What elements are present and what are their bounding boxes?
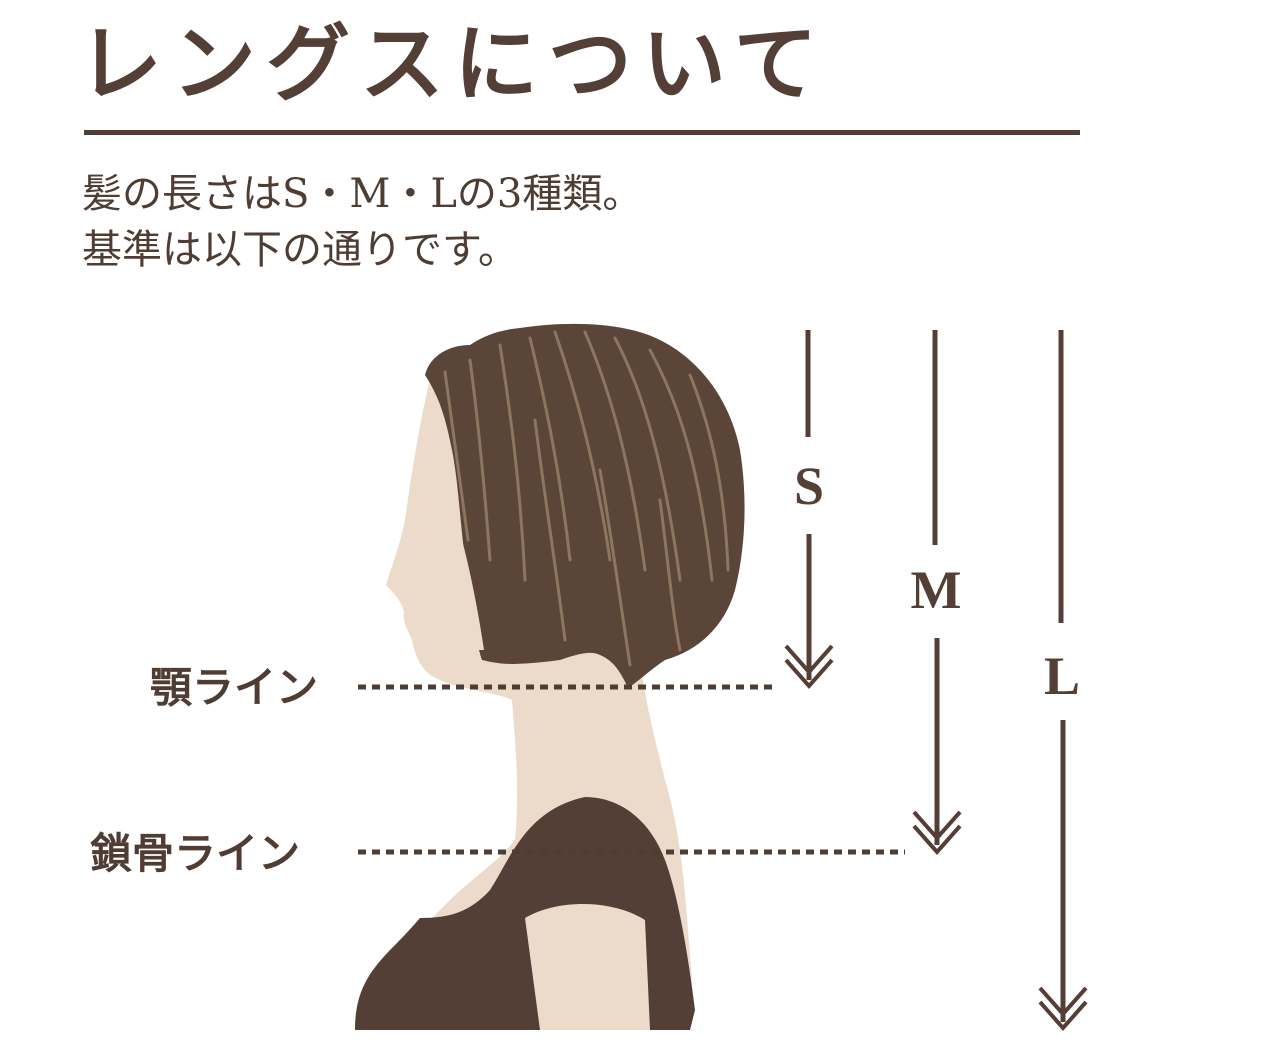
length-l-label: L (1043, 646, 1081, 706)
length-s-label: S (793, 456, 825, 516)
length-m-arrow (912, 330, 962, 856)
length-m-label: M (910, 560, 962, 620)
description: 髪の長さはS・M・Lの3種類。 基準は以下の通りです。 (82, 166, 642, 278)
description-line-2: 基準は以下の通りです。 (82, 227, 518, 273)
jaw-line-label: 顎ライン (150, 663, 319, 712)
page-title: レングスについて (78, 14, 828, 113)
garment (355, 797, 695, 1030)
title-divider (84, 130, 1080, 135)
hair (425, 323, 745, 688)
length-s-arrow (784, 330, 834, 690)
description-line-1: 髪の長さはS・M・Lの3種類。 (82, 171, 643, 217)
length-l-arrow (1038, 330, 1088, 1032)
collarbone-line-label: 鎖骨ライン (90, 829, 301, 878)
